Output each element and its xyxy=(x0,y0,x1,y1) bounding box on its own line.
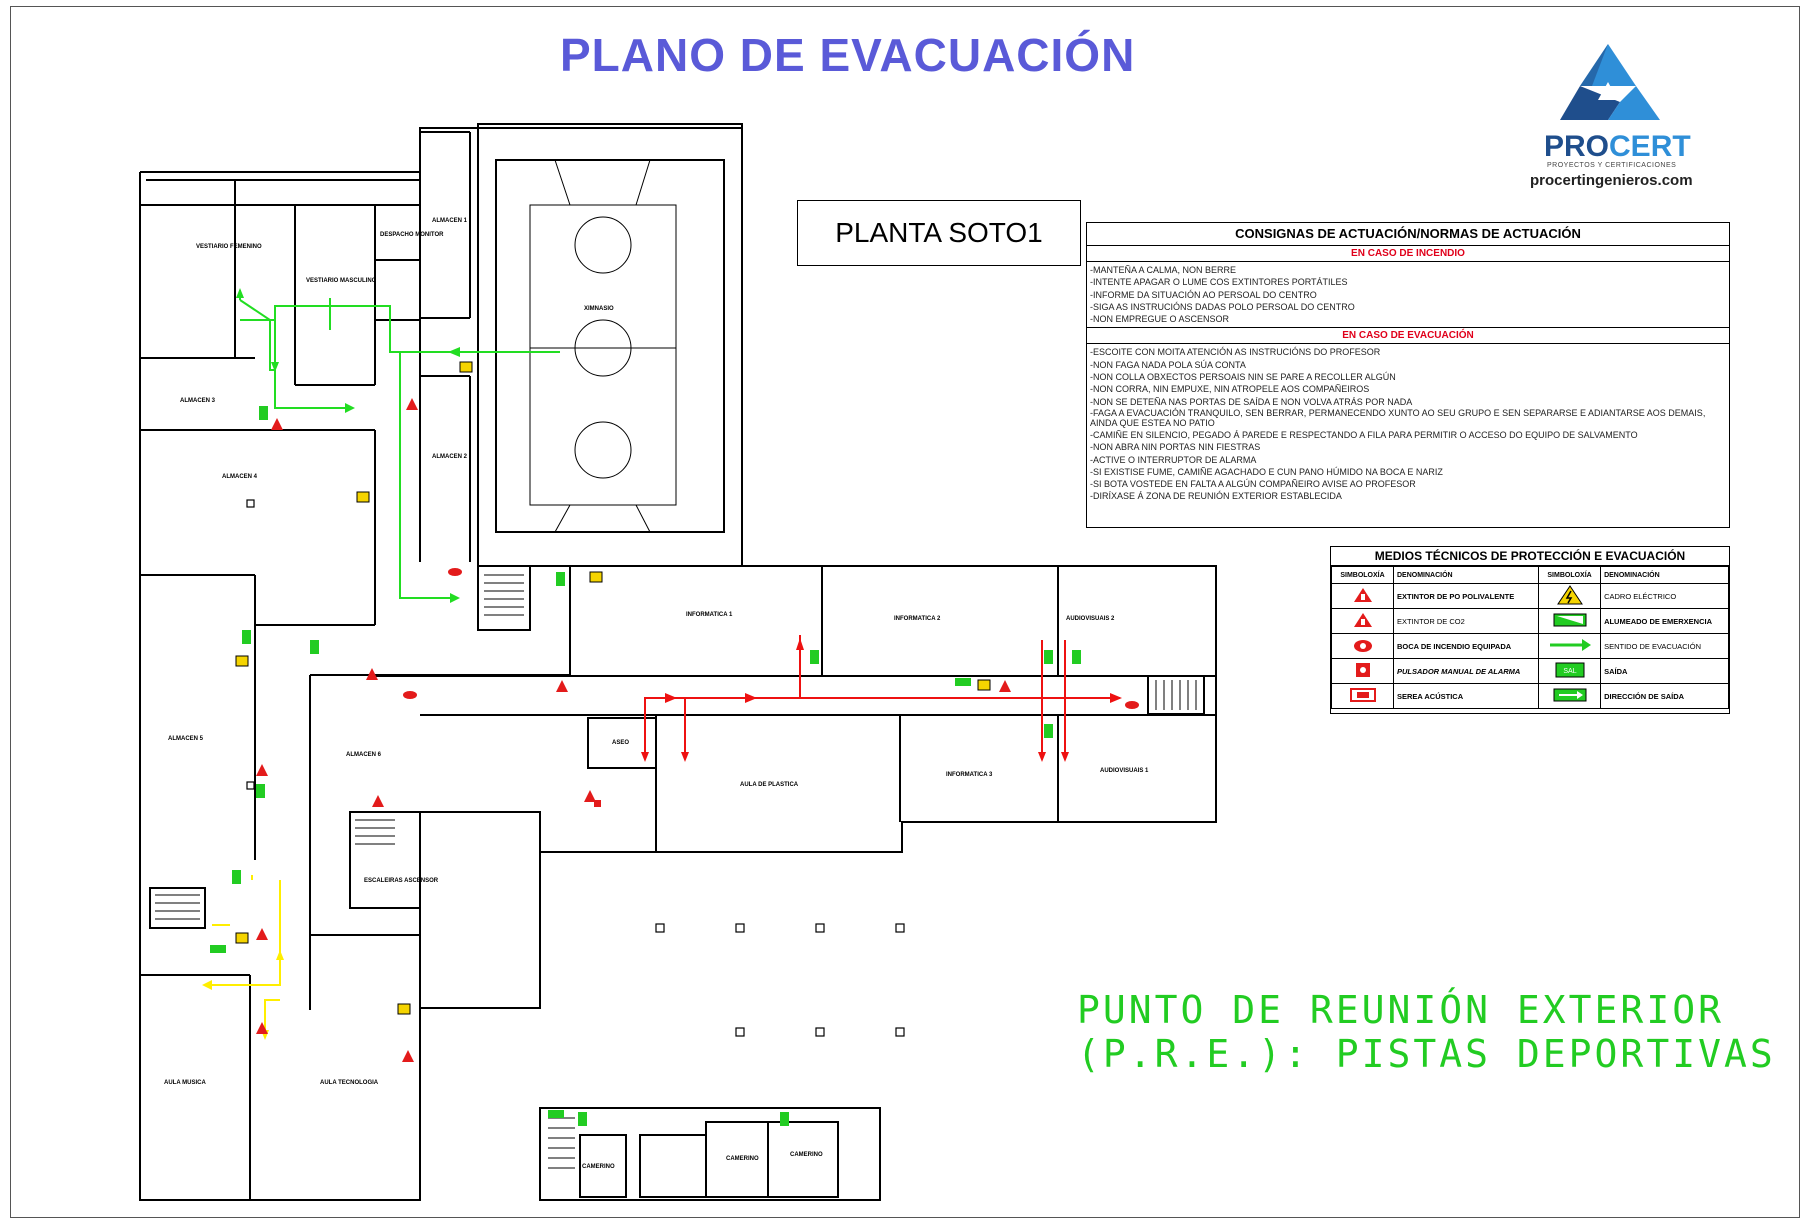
floor-label: PLANTA SOTO1 xyxy=(797,200,1081,266)
rules-title: CONSIGNAS DE ACTUACIÓN/NORMAS DE ACTUACI… xyxy=(1087,223,1729,246)
rule-line: -ESCOITE CON MOITA ATENCIÓN AS INSTRUCIÓ… xyxy=(1090,347,1381,358)
room-label: XIMNASIO xyxy=(584,306,614,312)
electrical-panel-icon xyxy=(1538,583,1602,609)
patio-columns xyxy=(246,499,905,1037)
room-label: ALMACEN 6 xyxy=(346,752,382,758)
logo-triangle-icon xyxy=(1560,44,1660,120)
drawing-frame xyxy=(10,6,1800,1218)
logo-website: procertingenieros.com xyxy=(1530,172,1693,189)
fire-heading: EN CASO DE INCENDIO xyxy=(1087,246,1729,262)
room-label: ALMACEN 1 xyxy=(432,218,468,224)
rule-line: -ACTIVE O INTERRUPTOR DE ALARMA xyxy=(1090,454,1257,465)
logo-brand: PROCERT xyxy=(1544,130,1691,163)
rule-line: -FAGA A EVACUACIÓN TRANQUILO, SEN BERRAR… xyxy=(1090,407,1706,429)
room-label: ALMACEN 4 xyxy=(222,474,258,480)
room-label: CAMERINO xyxy=(582,1164,615,1170)
green-evacuation-route xyxy=(239,290,560,599)
room-label: ESCALEIRAS ASCENSOR xyxy=(364,878,439,884)
rule-line: -SI EXISTISE FUME, CAMIÑE AGACHADO E CUN… xyxy=(1090,466,1443,477)
room-label: CAMERINO xyxy=(790,1152,823,1158)
siren-icon xyxy=(1331,683,1394,709)
rule-line: -NON SE DETEÑA NAS PORTAS DE SAÍDA E NON… xyxy=(1090,396,1413,407)
rule-line: -NON FAGA NADA POLA SÚA CONTA xyxy=(1090,359,1246,370)
room-label: AUDIOVISUAIS 1 xyxy=(1100,768,1149,774)
rule-line: -SI BOTA VOSTEDE EN FALTA A ALGÚN COMPAÑ… xyxy=(1090,479,1416,490)
rule-line: -NON COLLA OBXECTOS PERSOAIS NIN SE PARE… xyxy=(1090,372,1396,383)
room-label: INFORMATICA 2 xyxy=(894,616,941,622)
room-label: AULA DE PLASTICA xyxy=(740,782,799,788)
green-arrows xyxy=(236,288,460,603)
room-label: VESTIARIO MASCULINO xyxy=(306,278,377,284)
legend-label: SEREA ACÚSTICA xyxy=(1392,683,1540,709)
room-label: ASEO xyxy=(612,740,629,746)
room-label: ALMACEN 2 xyxy=(432,454,468,460)
legend-label: SAÍDA xyxy=(1600,658,1729,684)
fire-extinguishers xyxy=(256,398,1011,1062)
rule-line: -MANTEÑA A CALMA, NON BERRE xyxy=(1090,265,1237,275)
room-label: AULA MUSICA xyxy=(164,1080,206,1086)
red-arrows xyxy=(641,638,1122,762)
meeting-point: PUNTO DE REUNIÓN EXTERIOR(P.R.E.): PISTA… xyxy=(1077,988,1776,1076)
room-label: AULA TECNOLOGIA xyxy=(320,1080,379,1086)
room-label: INFORMATICA 3 xyxy=(946,772,993,778)
room-label: ALMACEN 5 xyxy=(168,736,204,742)
rule-line: -CAMIÑE EN SILENCIO, PEGADO Á PAREDE E R… xyxy=(1090,429,1638,440)
room-labels: VESTIARIO FEMENINO VESTIARIO MASCULINO D… xyxy=(164,218,1149,1170)
evac-rules: -ESCOITE CON MOITA ATENCIÓN AS INSTRUCIÓ… xyxy=(1087,344,1729,504)
alarm-pushbuttons xyxy=(403,568,1139,807)
yellow-evacuation-route xyxy=(205,875,281,1030)
rule-line: -NON ABRA NIN PORTAS NIN FIESTRAS xyxy=(1090,442,1261,453)
fire-rules: -MANTEÑA A CALMA, NON BERRE -INTENTE APA… xyxy=(1087,262,1729,327)
rules-panel: CONSIGNAS DE ACTUACIÓN/NORMAS DE ACTUACI… xyxy=(1086,222,1730,528)
legend-table: SIMBOLOXÍA DENOMINACIÓN SIMBOLOXÍA DENOM… xyxy=(1331,566,1729,709)
red-evacuation-route xyxy=(644,635,1120,752)
rule-line: -INTENTE APAGAR O LUME COS EXTINTORES PO… xyxy=(1090,277,1348,288)
meeting-point-line2: (P.R.E.): PISTAS DEPORTIVAS xyxy=(1077,1032,1776,1076)
evac-heading: EN CASO DE EVACUACIÓN xyxy=(1087,327,1729,345)
room-label: CAMERINO xyxy=(726,1156,759,1162)
emergency-lights xyxy=(210,406,1081,1126)
gym-court xyxy=(529,159,677,533)
room-label: INFORMATICA 1 xyxy=(686,612,733,618)
company-logo: PROCERT PROYECTOS Y CERTIFICACIONES proc… xyxy=(1520,42,1720,192)
room-label: ALMACEN 3 xyxy=(180,398,216,404)
room-label: VESTIARIO FEMENINO xyxy=(196,244,262,250)
rule-line: -SIGA AS INSTRUCIÓNS DADAS POLO PERSOAL … xyxy=(1090,301,1355,312)
yellow-arrows xyxy=(202,950,284,1040)
meeting-point-line1: PUNTO DE REUNIÓN EXTERIOR xyxy=(1077,988,1724,1032)
legend-panel: MEDIOS TÉCNICOS DE PROTECCIÓN E EVACUACI… xyxy=(1330,546,1730,714)
rule-line: -NON CORRA, NIN EMPUXE, NIN ATROPELE AOS… xyxy=(1090,384,1370,395)
legend-title: MEDIOS TÉCNICOS DE PROTECCIÓN E EVACUACI… xyxy=(1331,547,1729,566)
plan-walls xyxy=(139,123,1217,1201)
rule-line: -DIRÍXASE Á ZONA DE REUNIÓN EXTERIOR EST… xyxy=(1090,491,1342,502)
rule-line: -NON EMPREGUE O ASCENSOR xyxy=(1090,314,1230,325)
exit-direction-icon xyxy=(1538,683,1602,709)
exit-sign-badge: SAL xyxy=(1563,668,1576,675)
logo-tagline: PROYECTOS Y CERTIFICACIONES xyxy=(1547,162,1677,169)
legend-label: EXTINTOR DE CO2 xyxy=(1392,608,1540,634)
room-label: AUDIOVISUAIS 2 xyxy=(1066,616,1115,622)
electrical-panels xyxy=(235,361,991,1015)
rule-line: -INFORME DA SITUACIÓN AO PERSOAL DO CENT… xyxy=(1090,289,1317,300)
legend-label: PULSADOR MANUAL DE ALARMA xyxy=(1392,658,1540,684)
room-label: DESPACHO MONITOR xyxy=(380,232,444,238)
legend-label: DIRECCIÓN DE SAÍDA xyxy=(1600,683,1729,709)
exit-sign-icon: SAL xyxy=(1538,658,1602,684)
stair-hatching xyxy=(155,574,1197,1169)
page-title: PLANO DE EVACUACIÓN xyxy=(560,29,1136,81)
